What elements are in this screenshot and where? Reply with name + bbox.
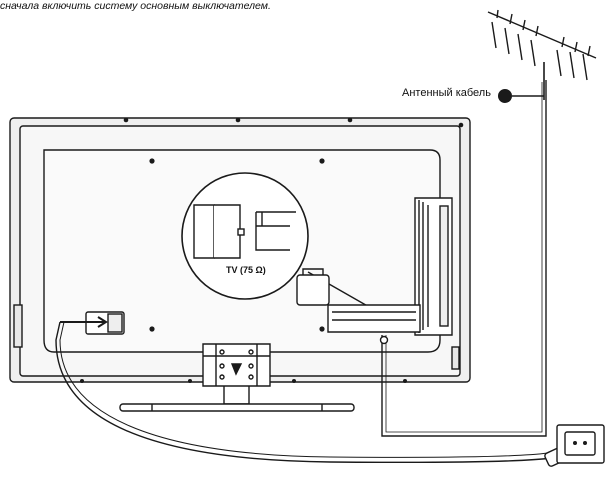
tv-stand [119,343,355,412]
zoom-right-bracket [255,212,290,251]
antenna [487,9,597,100]
power-cord [55,321,553,464]
wall-outlet [556,424,605,464]
power-connector [60,311,125,335]
instruction-caption: сначала включить систему основным выключ… [0,0,271,12]
zoom-side-box [296,274,330,306]
connector-panel [327,197,453,336]
antenna-connector-dot [498,89,512,103]
port-label: TV (75 Ω) [226,265,266,275]
antenna-cable [381,80,547,437]
right-side-bar [451,346,460,370]
screw-dots [80,117,464,383]
antenna-cable-label: Антенный кабель [402,87,491,99]
left-side-strip [13,304,23,348]
zoom-left-block [193,204,215,259]
